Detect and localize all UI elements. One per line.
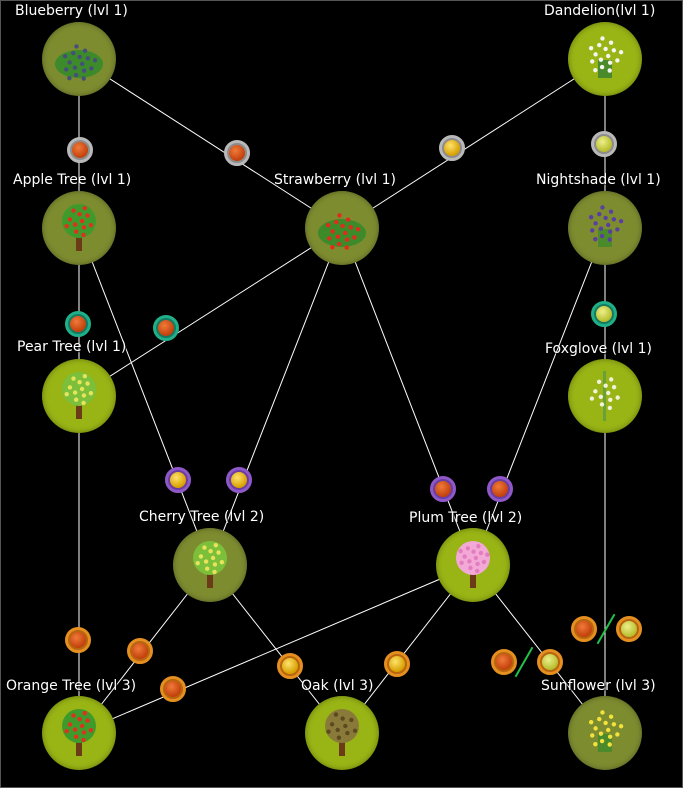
poison-icon — [596, 136, 612, 152]
apple-plant-icon — [62, 204, 96, 251]
blueberry-plant-icon — [55, 44, 103, 81]
label-plum: Plum Tree (lvl 2) — [409, 510, 523, 526]
badge-fruit-icon[interactable] — [65, 311, 91, 337]
sprout-icon — [231, 472, 247, 488]
fruit-icon — [132, 643, 148, 659]
strawberry-plant-icon — [318, 213, 366, 250]
node-apple-tree[interactable] — [42, 191, 116, 265]
node-plum-tree[interactable] — [436, 528, 510, 602]
nightshade-plant-icon — [588, 205, 624, 247]
badge-fruit-icon[interactable] — [571, 616, 597, 642]
link-nightshade-plum — [472, 227, 606, 566]
sprout-icon — [444, 140, 460, 156]
label-foxglove: Foxglove (lvl 1) — [545, 341, 653, 357]
node-orange-tree[interactable] — [42, 696, 116, 770]
badge-sprout-icon[interactable] — [384, 651, 410, 677]
sunflower-plant-icon — [588, 710, 624, 752]
link-strawberry-plum — [341, 227, 474, 566]
node-dandelion[interactable] — [568, 22, 642, 96]
badge-poison-icon[interactable] — [591, 131, 617, 157]
badge-fruit-icon[interactable] — [491, 649, 517, 675]
badge-sprout-icon[interactable] — [165, 467, 191, 493]
label-strawberry: Strawberry (lvl 1) — [274, 172, 397, 188]
badge-sprout-icon[interactable] — [277, 653, 303, 679]
node-cherry-tree[interactable] — [173, 528, 247, 602]
poison-icon — [542, 654, 558, 670]
badge-fruit-icon[interactable] — [160, 676, 186, 702]
foxglove-plant-icon — [589, 371, 620, 421]
fruit-icon — [70, 316, 86, 332]
label-oak: Oak (lvl 3) — [301, 678, 374, 694]
fruit-icon — [229, 145, 245, 161]
badge-fruit-icon[interactable] — [487, 476, 513, 502]
orange-plant-icon — [62, 709, 96, 756]
node-sunflower[interactable] — [568, 696, 642, 770]
link-strawberry-pear — [78, 227, 343, 397]
badge-sprout-icon[interactable] — [439, 135, 465, 161]
badge-poison-icon[interactable] — [616, 616, 642, 642]
badge-poison-icon[interactable] — [591, 301, 617, 327]
label-cherry: Cherry Tree (lvl 2) — [139, 509, 265, 525]
label-dandelion: Dandelion(lvl 1) — [544, 3, 656, 19]
sprout-icon — [389, 656, 405, 672]
fruit-icon — [165, 681, 181, 697]
sprout-icon — [282, 658, 298, 674]
fruit-icon — [576, 621, 592, 637]
fruit-icon — [158, 320, 174, 336]
link-plum-orange — [78, 564, 474, 734]
poison-icon — [621, 621, 637, 637]
node-blueberry[interactable] — [42, 22, 116, 96]
badge-fruit-icon[interactable] — [127, 638, 153, 664]
link-blueberry-strawberry — [78, 58, 343, 229]
node-nightshade[interactable] — [568, 191, 642, 265]
label-apple: Apple Tree (lvl 1) — [13, 172, 132, 188]
node-oak[interactable] — [305, 696, 379, 770]
sprout-icon — [170, 472, 186, 488]
fruit-icon — [492, 481, 508, 497]
label-sunflower: Sunflower (lvl 3) — [541, 678, 656, 694]
badge-fruit-icon[interactable] — [65, 627, 91, 653]
link-dandelion-strawberry — [341, 58, 606, 229]
node-strawberry[interactable] — [305, 191, 379, 265]
poison-icon — [596, 306, 612, 322]
label-blueberry: Blueberry (lvl 1) — [15, 3, 128, 19]
badge-fruit-icon[interactable] — [153, 315, 179, 341]
fruit-icon — [72, 142, 88, 158]
badge-fruit-icon[interactable] — [67, 137, 93, 163]
fruit-icon — [435, 481, 451, 497]
oak-plant-icon — [325, 709, 359, 756]
node-foxglove[interactable] — [568, 359, 642, 433]
fruit-icon — [496, 654, 512, 670]
label-pear: Pear Tree (lvl 1) — [17, 339, 127, 355]
badge-sprout-icon[interactable] — [226, 467, 252, 493]
badge-fruit-icon[interactable] — [430, 476, 456, 502]
plum-plant-icon — [456, 541, 490, 588]
link-apple-cherry — [78, 227, 211, 566]
node-pear-tree[interactable] — [42, 359, 116, 433]
label-orange: Orange Tree (lvl 3) — [6, 678, 137, 694]
badge-poison-icon[interactable] — [537, 649, 563, 675]
fruit-icon — [70, 632, 86, 648]
pear-plant-icon — [62, 372, 96, 419]
badge-fruit-icon[interactable] — [224, 140, 250, 166]
dandelion-plant-icon — [588, 36, 624, 78]
cherry-plant-icon — [193, 541, 227, 588]
label-nightshade: Nightshade (lvl 1) — [536, 172, 661, 188]
link-strawberry-cherry — [209, 227, 343, 566]
